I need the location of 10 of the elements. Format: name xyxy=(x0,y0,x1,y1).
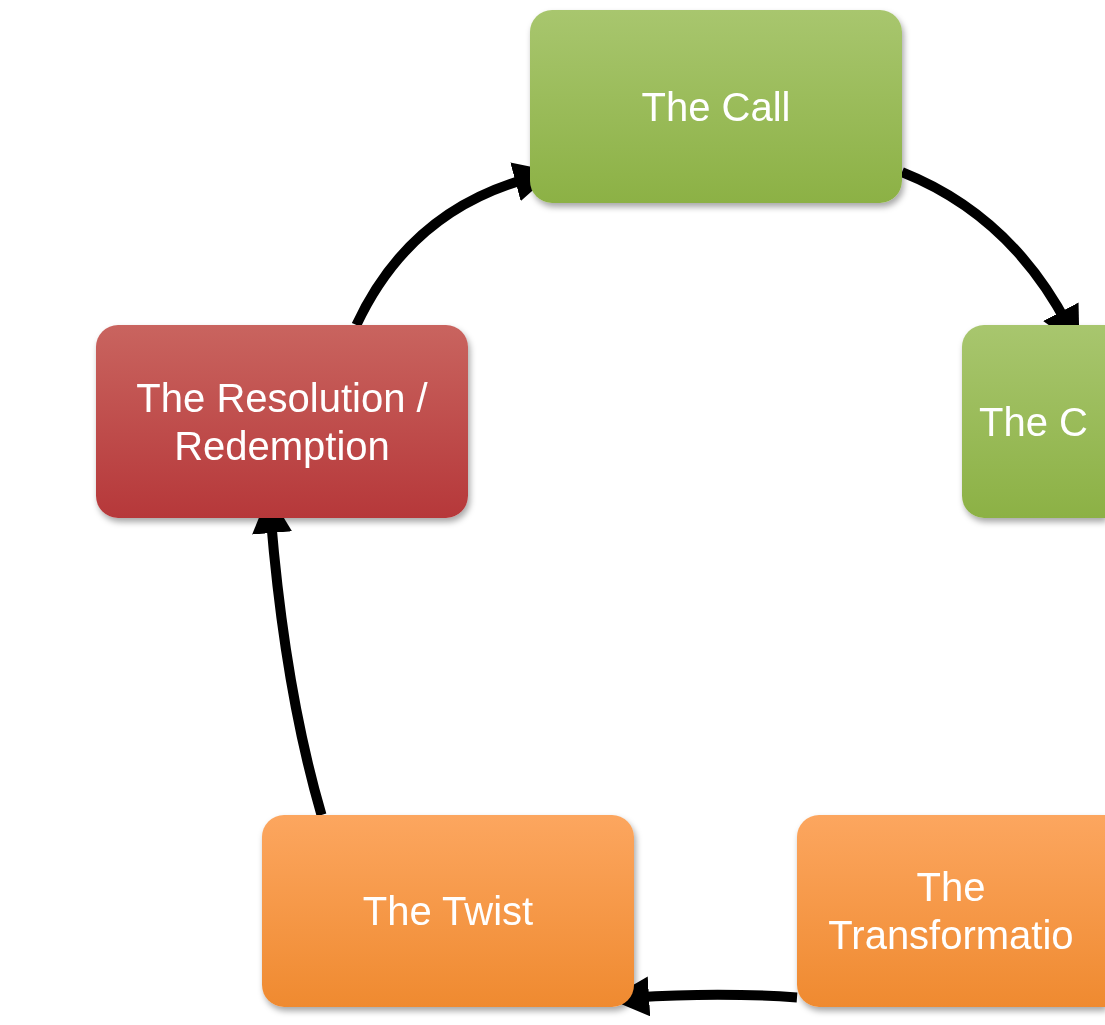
box-label: The Twist xyxy=(362,888,534,935)
process-box xyxy=(530,10,902,203)
box-label: The Call xyxy=(641,83,791,131)
box-label: The Resolution / Redemption xyxy=(135,374,429,470)
box-label: The Transformatio xyxy=(827,864,1075,959)
box-label: The C xyxy=(979,398,1088,446)
process-box xyxy=(962,325,1105,518)
process-box xyxy=(96,325,468,518)
process-box xyxy=(797,815,1105,1007)
process-box xyxy=(262,815,634,1007)
